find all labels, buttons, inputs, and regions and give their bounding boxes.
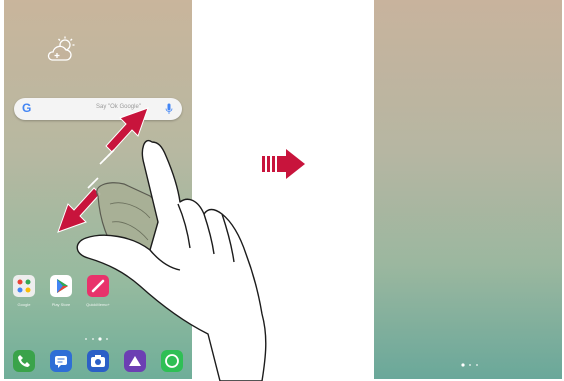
camera-icon[interactable] <box>87 350 109 372</box>
pen-icon[interactable] <box>87 275 109 297</box>
app-label-quickmemo: QuickMemo+ <box>83 302 113 307</box>
home-screen-after <box>374 0 562 379</box>
transition-arrow-icon <box>262 148 306 180</box>
play-store-icon[interactable] <box>50 275 72 297</box>
google-logo: G <box>22 101 31 115</box>
dock <box>4 350 192 374</box>
home-screen-before: G Say "Ok Google" Google Play Store <box>4 0 192 379</box>
phone-icon[interactable] <box>13 350 35 372</box>
messages-icon[interactable] <box>50 350 72 372</box>
mic-icon[interactable] <box>165 103 173 115</box>
app-label-play-store: Play Store <box>46 302 76 307</box>
search-hint: Say "Ok Google" <box>96 104 141 110</box>
whatsapp-icon[interactable] <box>161 350 183 372</box>
app-label-google: Google <box>9 302 39 307</box>
cloud-sun-icon[interactable] <box>46 36 76 62</box>
google-search-bar[interactable]: G Say "Ok Google" <box>14 98 182 120</box>
page-indicator <box>455 362 485 368</box>
app-row: Google Play Store QuickMemo+ <box>4 275 192 315</box>
folder-icon[interactable] <box>13 275 35 297</box>
gallery-icon[interactable] <box>124 350 146 372</box>
page-indicator <box>80 336 120 342</box>
